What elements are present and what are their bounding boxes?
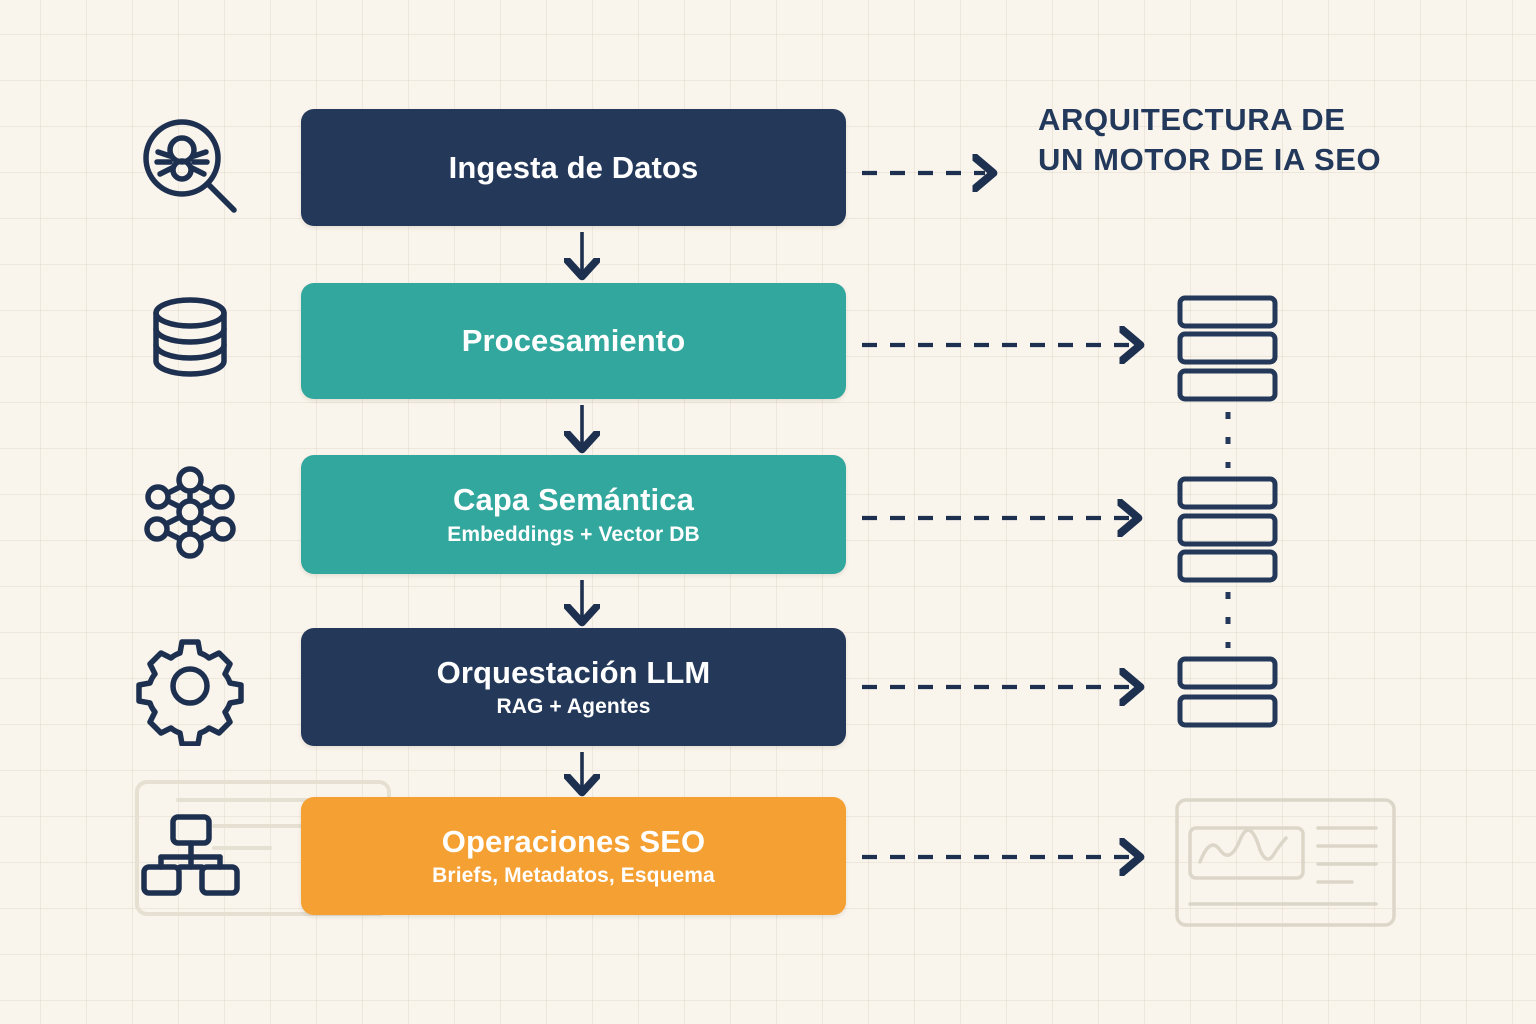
flow-node-title: Operaciones SEO — [441, 823, 706, 859]
flow-node-subtitle: Embeddings + Vector DB — [447, 522, 700, 546]
page-title-line-1: ARQUITECTURA DE — [1038, 102, 1346, 137]
flow-node-title: Capa Semántica — [453, 482, 694, 518]
flow-node-orquestacion-llm[interactable]: Orquestación LLM RAG + Agentes — [301, 628, 846, 746]
flow-node-title: Orquestación LLM — [436, 654, 711, 690]
page-title-line-2: UN MOTOR DE IA SEO — [1038, 142, 1382, 178]
flow-node-procesamiento[interactable]: Procesamiento — [301, 283, 846, 399]
flow-node-ingesta-de-datos[interactable]: Ingesta de Datos — [301, 109, 846, 226]
neural-network-icon — [130, 452, 250, 572]
flow-node-capa-semantica[interactable]: Capa Semántica Embeddings + Vector DB — [301, 455, 846, 574]
flow-node-subtitle: Briefs, Metadatos, Esquema — [432, 864, 715, 888]
flow-node-title: Procesamiento — [461, 323, 686, 359]
database-icon — [130, 283, 250, 403]
gear-icon — [130, 626, 250, 746]
flow-node-subtitle: RAG + Agentes — [496, 695, 651, 719]
flow-node-title: Ingesta de Datos — [448, 149, 699, 185]
page-title: ARQUITECTURA DE UN MOTOR DE IA SEO — [1038, 100, 1468, 181]
flow-node-operaciones-seo[interactable]: Operaciones SEO Briefs, Metadatos, Esque… — [301, 797, 846, 915]
crawler-magnifier-icon — [130, 108, 250, 228]
sitemap-icon — [130, 795, 250, 915]
